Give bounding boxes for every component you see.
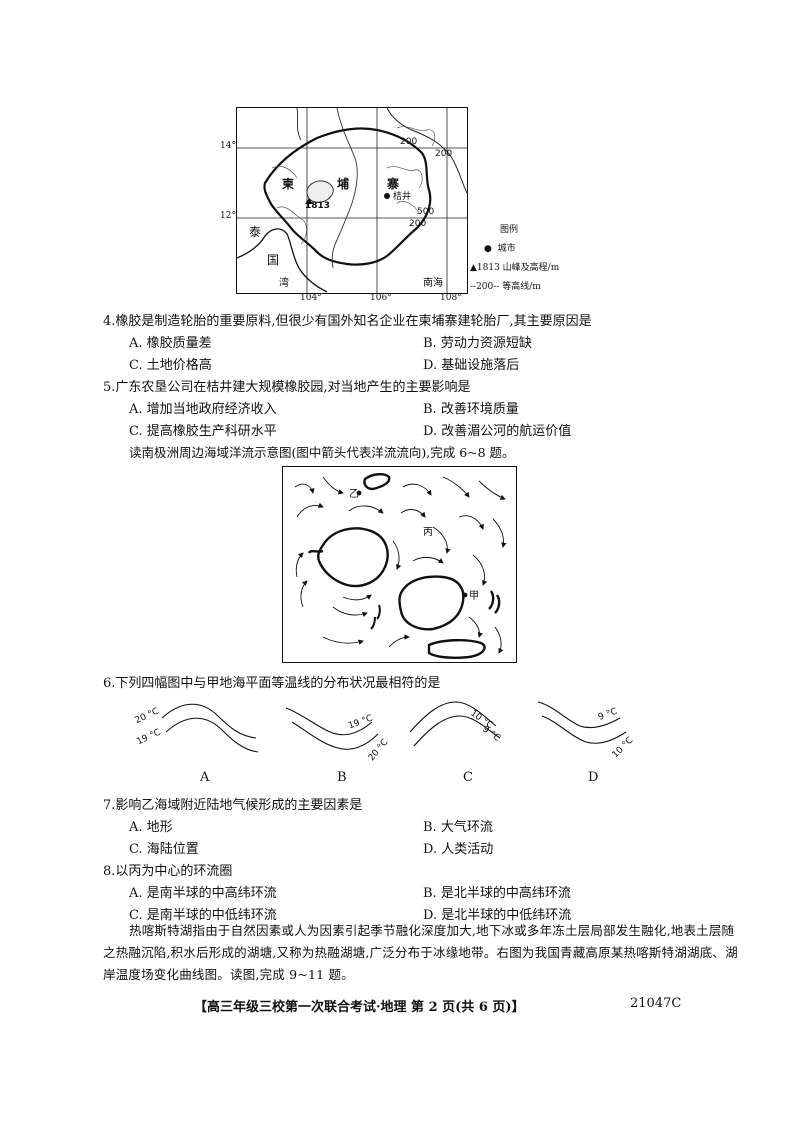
q7-option-a[interactable]: A. 地形	[129, 820, 173, 835]
thailand-char: 泰	[249, 225, 261, 239]
q6-option-a[interactable]: A	[200, 770, 210, 785]
label-bing: 丙	[423, 527, 433, 538]
q8-option-c[interactable]: C. 是南半球的中低纬环流	[129, 908, 277, 923]
q5-option-a[interactable]: A. 增加当地政府经济收入	[129, 402, 277, 417]
isotherm-line	[541, 715, 627, 744]
isotherm-line	[165, 717, 259, 753]
antarctica-land	[317, 527, 389, 588]
coastline	[236, 228, 328, 293]
isotherm-line	[413, 715, 501, 747]
q5-option-c[interactable]: C. 提高橡胶生产科研水平	[129, 424, 277, 439]
lat-label-14: 14°	[220, 141, 236, 151]
ocean-current-arrows	[294, 476, 507, 654]
q6-option-b[interactable]: B	[337, 770, 347, 785]
q7-option-b[interactable]: B. 大气环流	[423, 820, 493, 835]
city-dot	[384, 193, 390, 199]
legend-city: ● 城市	[484, 241, 580, 254]
legend-title: 图例	[500, 225, 519, 235]
q8-option-a[interactable]: A. 是南半球的中高纬环流	[129, 886, 277, 901]
map-grid	[237, 108, 467, 293]
isotherm-line	[291, 721, 379, 750]
contour-label: 200	[400, 137, 417, 147]
q7-option-c[interactable]: C. 海陆位置	[129, 842, 199, 857]
legend-contour: --200-- 等高线/m	[470, 282, 541, 292]
label-yi: 乙	[349, 488, 359, 500]
peak-icon	[305, 198, 313, 204]
city-label: 桔井	[393, 190, 411, 202]
antarctica-map-svg: 乙 丙 甲	[294, 473, 507, 659]
map-legend: 图例 ● 城市 ▲1813 山峰及高程/m --200-- 等高线/m	[470, 222, 580, 292]
q8-option-d[interactable]: D. 是北半球的中低纬环流	[423, 908, 572, 923]
contour-lines	[271, 126, 436, 245]
q4-option-c[interactable]: C. 土地价格高	[129, 358, 212, 373]
neighbor-border	[386, 107, 468, 194]
label-jia: 甲	[469, 591, 479, 602]
question-7-stem: 7.影响乙海域附近陆地气候形成的主要因素是	[103, 798, 363, 813]
lon-label-106: 106°	[370, 293, 392, 303]
yi-dot	[356, 490, 362, 496]
cambodia-border	[263, 127, 432, 266]
contour-label: 200	[409, 219, 426, 229]
q4-option-b[interactable]: B. 劳动力资源短缺	[423, 336, 532, 351]
bottom-landmass	[427, 639, 486, 659]
paper-code: 21047C	[630, 996, 682, 1011]
question-4-stem: 4.橡胶是制造轮胎的重要原料,但很少有国外知名企业在柬埔寨建轮胎厂,其主要原因是	[103, 314, 592, 329]
q8-option-b[interactable]: B. 是北半球的中高纬环流	[423, 886, 571, 901]
neighbor-border-2	[296, 107, 302, 141]
country-char: 寨	[386, 176, 399, 191]
cambodia-map: 桔井 1813 200 200 500 200 柬 埔 寨 泰 国 湾 南海	[236, 107, 468, 294]
island-right	[488, 590, 501, 614]
q6-option-d[interactable]: D	[588, 770, 599, 785]
lon-label-104: 104°	[300, 293, 322, 303]
jia-dot	[462, 592, 468, 598]
peak-label: 1813	[305, 201, 330, 211]
cambodia-map-svg: 桔井 1813 200 200 500 200 柬 埔 寨 泰 国 湾 南海	[236, 107, 468, 293]
isotherm-line	[409, 701, 497, 733]
contour-label: 500	[417, 207, 434, 217]
isotherm-label: 20 °C	[134, 706, 161, 726]
q5-option-d[interactable]: D. 改善湄公河的航运价值	[423, 424, 572, 439]
q6-diagram-d: 9 °C 10 °C	[537, 701, 635, 760]
thailand-char: 国	[267, 253, 279, 267]
antarctic-peninsula	[307, 549, 324, 554]
q4-option-a[interactable]: A. 橡胶质量差	[129, 336, 212, 351]
contour-label: 200	[435, 149, 452, 159]
page-footer: 【高三年级三校第一次联合考试·地理 第 2 页(共 6 页)】	[194, 1000, 525, 1015]
gulf-label: 湾	[279, 276, 289, 289]
isotherm-label: 19 °C	[135, 728, 162, 748]
top-landmass	[363, 473, 391, 491]
isotherm-label: 9 °C	[480, 724, 502, 743]
intro-6-8: 读南极洲周边海域洋流示意图(图中箭头代表洋流流向),完成 6~8 题。	[129, 445, 515, 460]
australia-land	[398, 575, 465, 631]
q7-option-d[interactable]: D. 人类活动	[423, 842, 494, 857]
q6-diagram-b: 19 °C 20 °C	[285, 707, 391, 762]
question-6-stem: 6.下列四幅图中与甲地海平面等温线的分布状况最相符的是	[103, 676, 441, 691]
q6-option-c[interactable]: C	[463, 770, 473, 785]
city-dot-icon: ●	[484, 244, 492, 254]
lon-label-108: 108°	[440, 293, 462, 303]
lake-tonle-sap	[306, 180, 334, 203]
q6-diagram-c: 10 °C 9 °C	[409, 701, 502, 747]
legend-city-text: 城市	[497, 244, 516, 254]
isotherm-line	[161, 703, 257, 739]
lat-label-12: 12°	[220, 211, 236, 221]
legend-peak: ▲1813 山峰及高程/m	[470, 263, 560, 273]
q4-option-d[interactable]: D. 基础设施落后	[423, 358, 520, 373]
q5-option-b[interactable]: B. 改善环境质量	[423, 402, 519, 417]
small-islands	[370, 604, 381, 630]
isotherm-line	[285, 707, 373, 736]
intro-9-11: 热喀斯特湖指由于自然因素或人为因素引起季节融化深度加大,地下冰或多年冻土层局部发…	[103, 923, 738, 982]
south-sea-label: 南海	[423, 276, 443, 289]
antarctica-map: 乙 丙 甲	[282, 466, 517, 663]
mekong-river	[331, 107, 358, 269]
country-char: 埔	[337, 176, 349, 191]
q6-diagram-a: 20 °C 19 °C	[134, 703, 259, 753]
isotherm-label: 19 °C	[347, 714, 374, 732]
isotherm-line	[537, 701, 621, 729]
question-5-stem: 5.广东农垦公司在桔井建大规模橡胶园,对当地产生的主要影响是	[103, 380, 471, 395]
question-8-stem: 8.以丙为中心的环流圈	[103, 864, 233, 879]
country-char: 柬	[281, 176, 295, 191]
